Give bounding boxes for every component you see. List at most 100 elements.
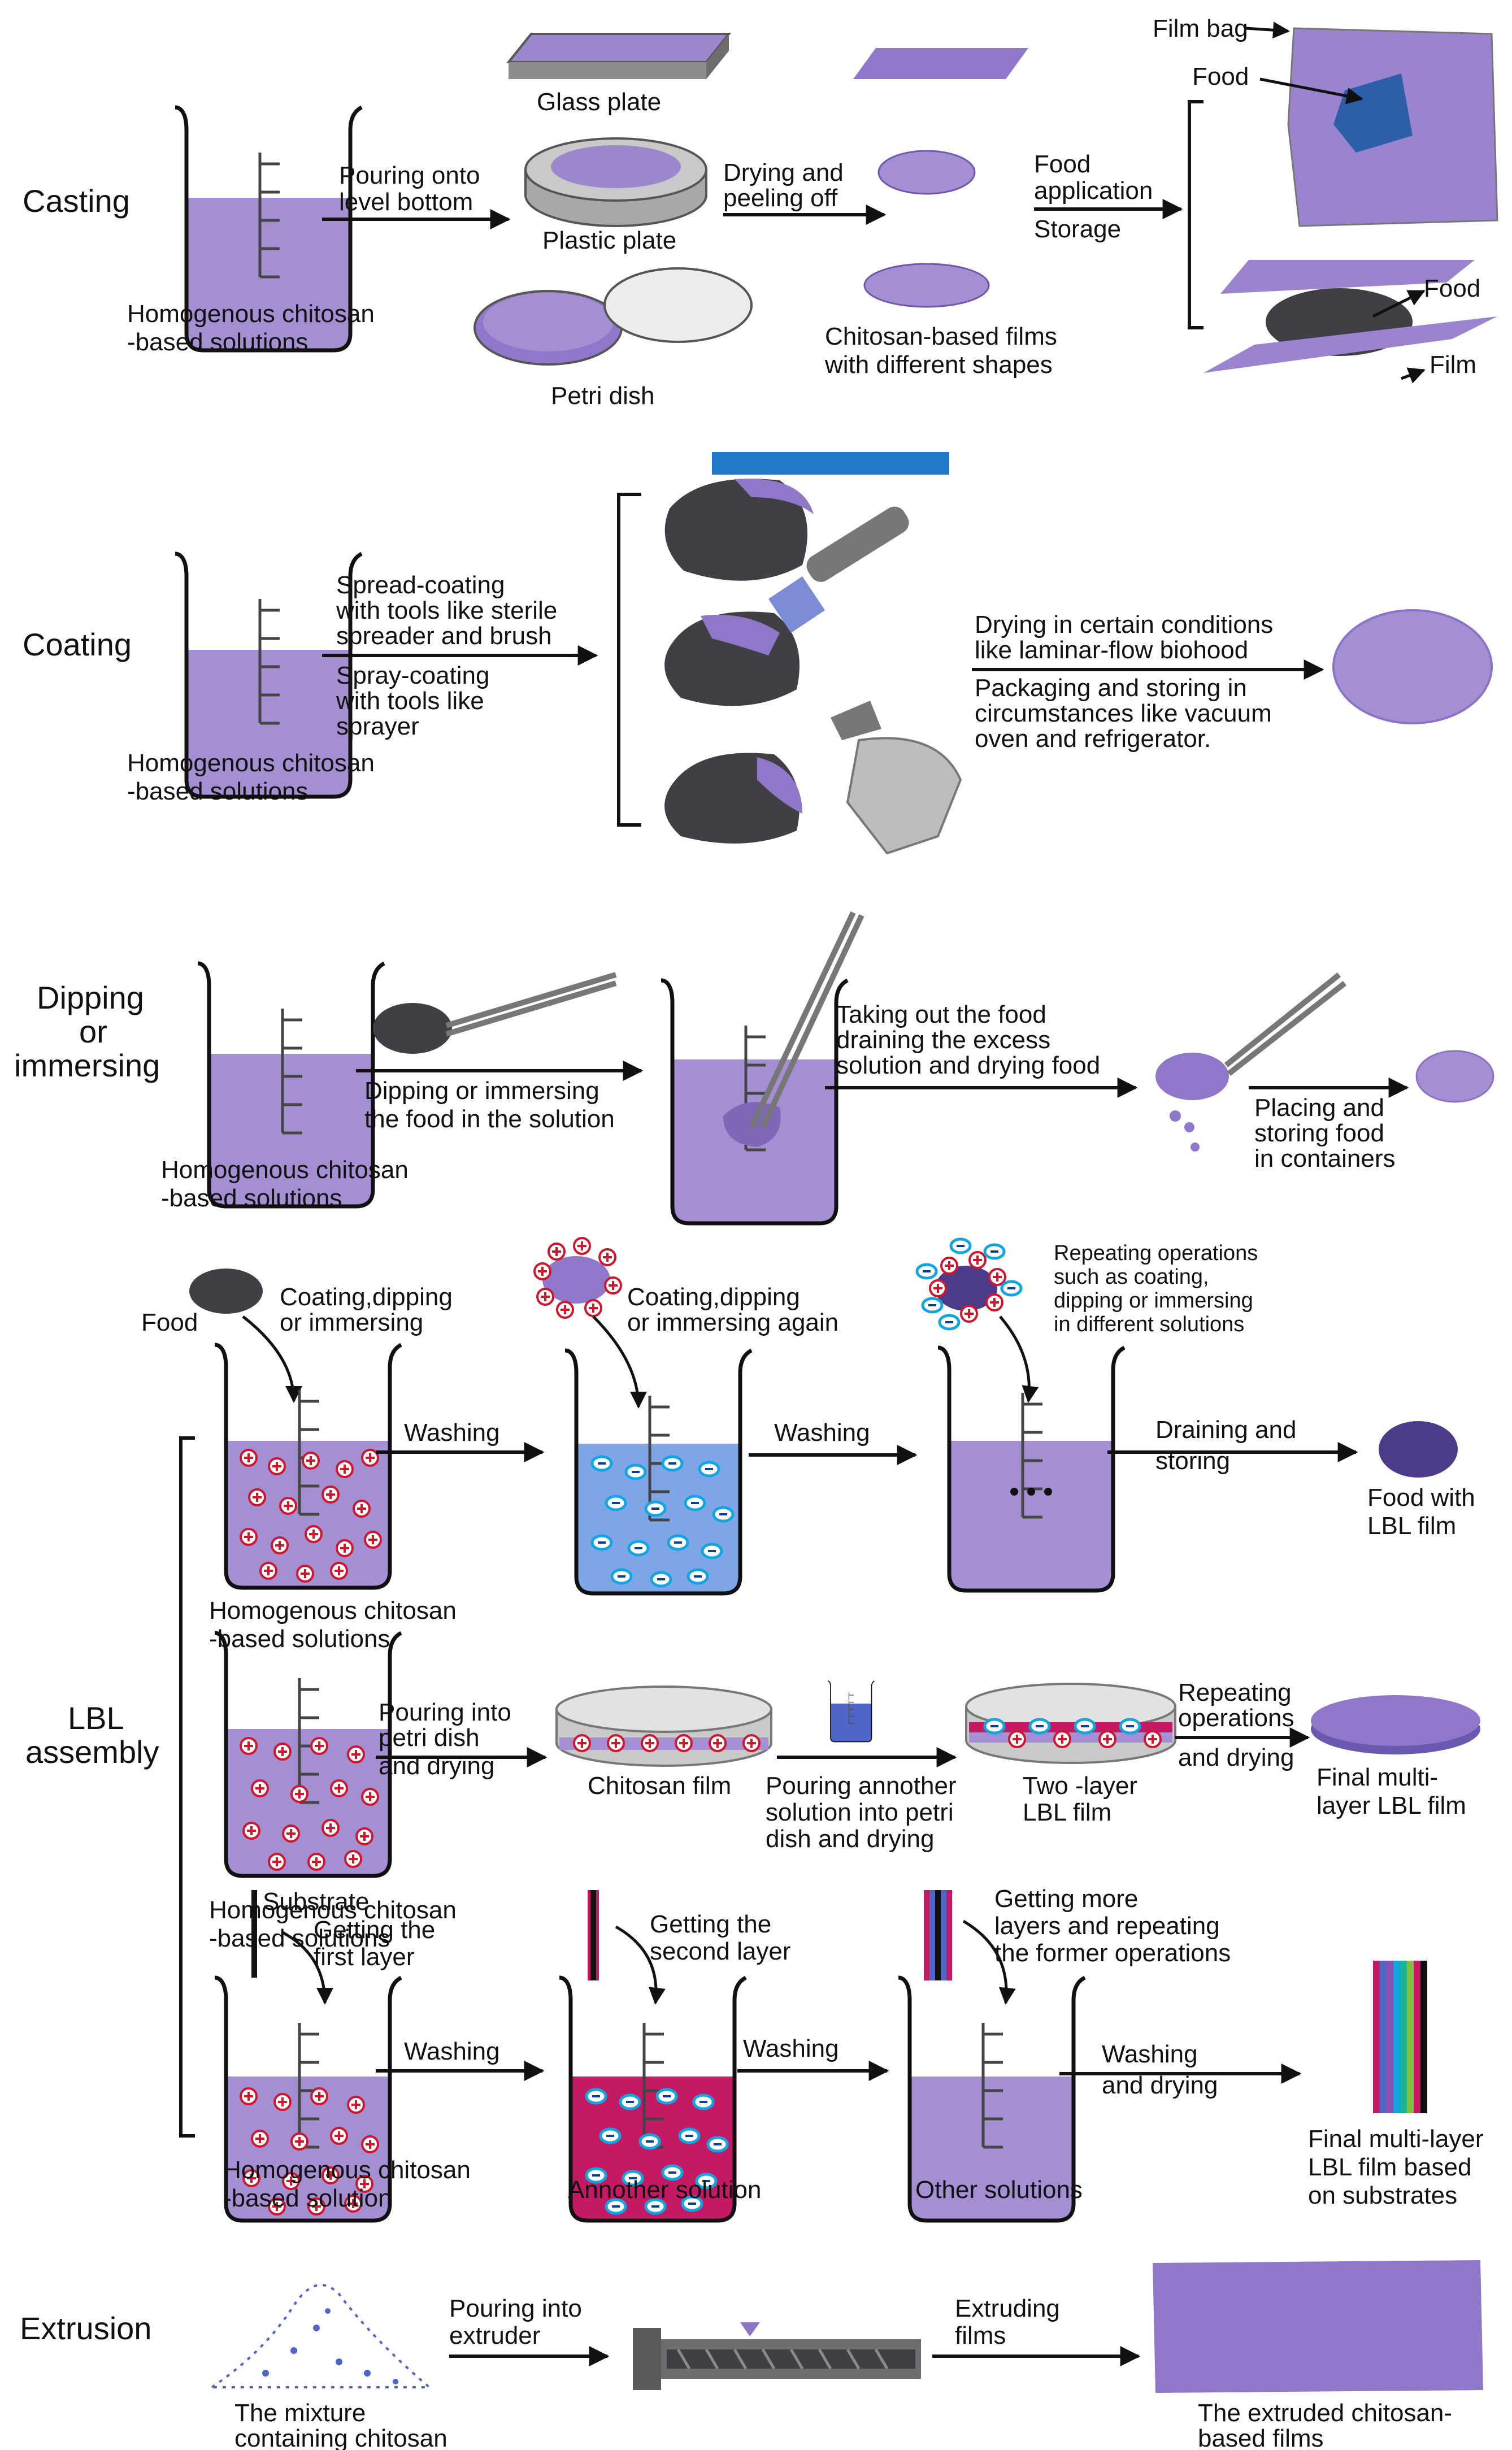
lbl-bracket — [179, 1436, 195, 2138]
coating-pack-line2: circumstances like vacuum — [975, 700, 1272, 727]
lbl-first-layer-arrow — [281, 1931, 333, 2005]
coating-section: Coating Homogenous chitosan -based solut… — [23, 452, 1493, 855]
lbl-row3-wd-line2: and drying — [1102, 2071, 1218, 2099]
lbl-row2-solution-line1: Homogenous chitosan — [209, 1896, 457, 1924]
tweezer-food — [373, 972, 617, 1054]
lbl-chitosan-dish — [555, 1686, 772, 1767]
casting-foodapp-line1: Food — [1034, 150, 1090, 178]
dipping-takeout-line2: draining the excess — [836, 1026, 1050, 1054]
coating-spray-line1: Spray-coating — [336, 662, 489, 689]
lbl-coat2-line2: or immersing again — [627, 1309, 838, 1336]
dipping-title-line1: Dipping — [37, 980, 144, 1015]
casting-food-arrow — [1259, 77, 1363, 105]
lbl-row3-wd-line1: Washing — [1102, 2040, 1198, 2068]
lbl-first-layer-line1: Getting the — [314, 1916, 435, 1944]
lbl-row3-washing1: Washing — [404, 2038, 500, 2065]
dipping-solution-line2: -based solutions — [161, 1184, 342, 1212]
lbl-more-layers-arrow — [962, 1919, 1016, 2005]
casting-solution-line1: Homogenous chitosan — [127, 300, 375, 328]
dipping-place-line3: in containers — [1254, 1145, 1395, 1172]
lbl-repeat-line4: in different solutions — [1054, 1313, 1244, 1336]
coating-spread-line3: spreader and brush — [336, 622, 552, 650]
lbl-more-layers-line3: the former operations — [994, 1939, 1231, 1967]
lbl-coat2-line1: Coating,dipping — [627, 1283, 800, 1311]
casting-food2-label: Food — [1424, 275, 1480, 302]
lbl-two-layer-dish — [965, 1683, 1176, 1764]
coating-drying-line1: Drying in certain conditions — [975, 611, 1273, 638]
lbl-row1: Food Coating,dipping or immersing Homoge… — [141, 1237, 1475, 1653]
dipping-beaker — [198, 963, 384, 1206]
dipping-title-line3: immersing — [14, 1048, 160, 1083]
lbl-small-beaker — [827, 1680, 875, 1743]
extrusion-pour-line2: extruder — [449, 2322, 540, 2349]
lbl-repeat-arrow — [999, 1315, 1039, 1403]
lbl-second-layer-line1: Getting the — [650, 1910, 771, 1938]
extrusion-result-line2: based films — [1198, 2425, 1324, 2450]
sprayer-food — [664, 701, 962, 855]
lbl-row1-solution-line1: Homogenous chitosan — [209, 1597, 457, 1624]
lbl-row1-solution-line2: -based solutions — [209, 1625, 390, 1653]
lbl-row3-another: Annother solution — [568, 2176, 761, 2204]
coating-spray-line2: with tools like — [336, 687, 484, 715]
lbl-row3-beaker3 — [898, 1978, 1085, 2221]
lbl-food — [189, 1269, 263, 1314]
lbl-first-layer-line2: first layer — [314, 1943, 414, 1971]
chitosan-mixture — [208, 2284, 433, 2388]
coating-beaker — [175, 554, 362, 797]
glass-plate — [506, 33, 732, 79]
petri-dish-label: Petri dish — [551, 382, 654, 410]
extrusion-title: Extrusion — [20, 2310, 151, 2346]
casting-films-line1: Chitosan-based films — [825, 323, 1057, 350]
lbl-row2-solution-line2: -based solutions — [209, 1925, 390, 1952]
lbl-title-line1: LBL — [68, 1700, 124, 1736]
lbl-substrate-label: Substrate — [263, 1888, 369, 1915]
film-rect — [853, 48, 1028, 79]
lbl-drain-line1: Draining and — [1155, 1416, 1297, 1444]
lbl-row2-repeat-line2: operations — [1178, 1704, 1294, 1732]
lbl-coat1-arrow — [242, 1315, 302, 1403]
brush-food — [664, 506, 909, 706]
lbl-row2: Homogenous chitosan -based solutions Pou… — [209, 1633, 1480, 1952]
dripping-food — [1155, 972, 1347, 1152]
casting-storage: Storage — [1034, 215, 1121, 243]
lbl-beaker3 — [938, 1348, 1124, 1591]
petri-dish — [473, 267, 753, 366]
coating-drying-line2: like laminar-flow biohood — [975, 636, 1248, 664]
lbl-repeat-line3: dipping or immersing — [1054, 1289, 1253, 1313]
lbl-result-line2: LBL film — [1367, 1512, 1456, 1540]
lbl-row2-pour-line2: petri dish — [379, 1724, 480, 1752]
lbl-row2-and-drying: and drying — [1178, 1744, 1294, 1771]
lbl-coat1-line2: or immersing — [280, 1309, 423, 1336]
casting-drying-line1: Drying and — [723, 159, 844, 186]
coating-title: Coating — [23, 627, 132, 662]
dipping-dip-line2: the food in the solution — [364, 1105, 615, 1133]
film-wrapped-food — [1203, 260, 1497, 373]
dipping-beaker2 — [661, 911, 864, 1223]
lbl-row2-repeat-line1: Repeating — [1178, 1679, 1292, 1706]
dipping-place-line2: storing food — [1254, 1119, 1384, 1147]
lbl-row3-final-line1: Final multi-layer — [1308, 2125, 1484, 2153]
film-bag — [1287, 27, 1498, 227]
glass-plate-label: Glass plate — [537, 88, 661, 116]
casting-title: Casting — [23, 183, 130, 219]
extrusion-result-line1: The extruded chitosan- — [1198, 2399, 1452, 2427]
spreader-food — [664, 452, 949, 581]
casting-film-arrow — [1401, 367, 1426, 384]
lbl-row3-solution-line2: -based solution — [223, 2184, 392, 2212]
lbl-row1-washing1: Washing — [404, 1419, 500, 1446]
dipping-takeout-line3: solution and drying food — [836, 1052, 1100, 1079]
casting-food2-arrow — [1372, 289, 1426, 318]
lbl-second-layer-line2: second layer — [650, 1938, 790, 1965]
lbl-row2-pour-line1: Pouring into — [379, 1699, 511, 1726]
extruded-film — [1153, 2260, 1483, 2393]
substrate-one-layer — [588, 1890, 599, 1980]
lbl-two-layer-line2: LBL film — [1023, 1799, 1111, 1826]
lbl-another-line3: dish and drying — [766, 1825, 934, 1853]
casting-foodapp-line2: application — [1034, 177, 1153, 205]
coated-food — [1332, 609, 1493, 724]
extruder — [633, 2322, 921, 2390]
lbl-coated-food2 — [917, 1239, 1021, 1329]
casting-solution-line2: -based solutions — [127, 328, 308, 356]
lbl-another-line2: solution into petri — [766, 1799, 954, 1826]
